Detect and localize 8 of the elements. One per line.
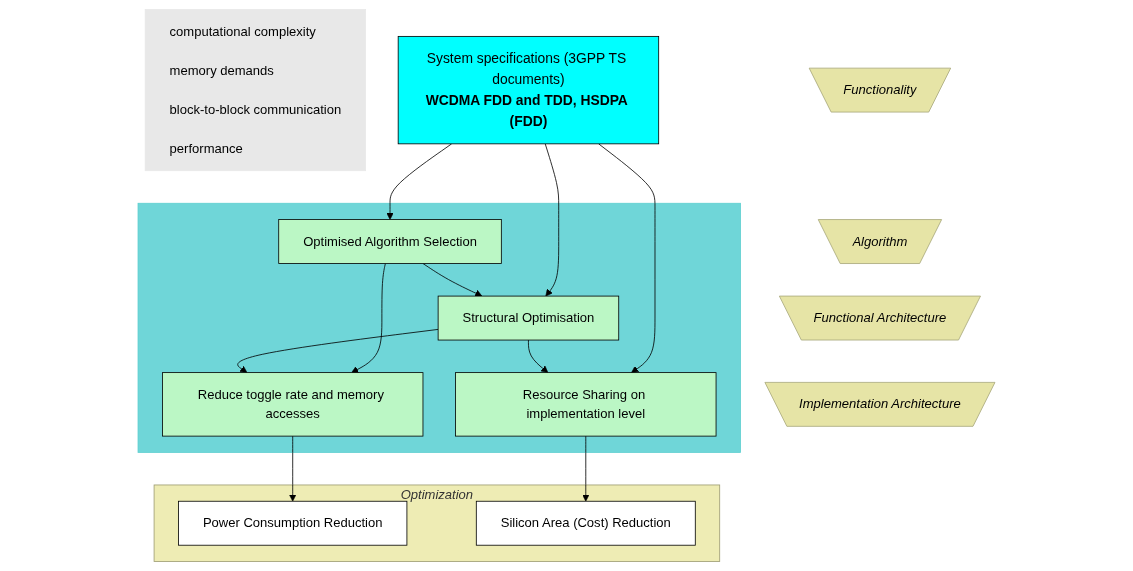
- cluster: [137, 202, 741, 453]
- node-box: Silicon Area (Cost) Reduction: [475, 500, 696, 546]
- node-box: Resource Sharing on implementation level: [455, 372, 717, 437]
- node-box: System specifications (3GPP TS documents) WCDMA FDD and TDD, HSDPA (FDD): [397, 35, 660, 145]
- node-box: Power Consumption Reduction: [178, 500, 408, 546]
- node-box: Structural Optimisation: [437, 295, 620, 341]
- node-box: Optimised Algorithm Selection: [278, 219, 502, 264]
- node-box: Reduce toggle rate and memory accesses: [162, 372, 424, 437]
